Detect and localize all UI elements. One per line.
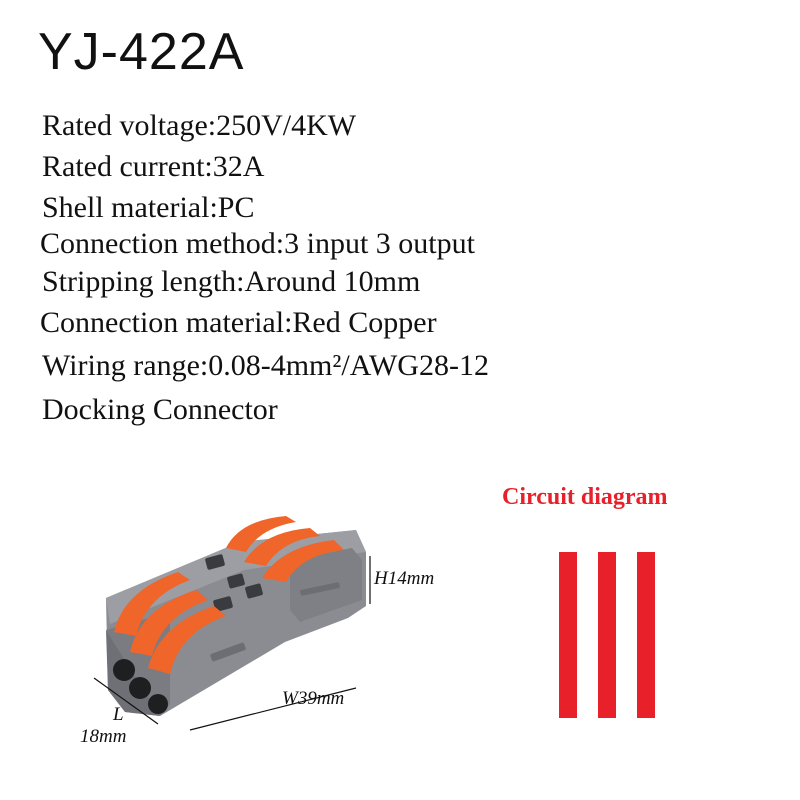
dimension-length-value: 18mm [80,726,127,747]
dimension-length-label: L [113,704,124,725]
circuit-diagram-title: Circuit diagram [502,484,668,510]
dimension-width: W39mm [282,688,345,709]
spec-connection-method: Connection method:3 input 3 output [40,227,475,260]
spec-rated-current: Rated current:32A [42,150,265,183]
spec-wiring-range: Wiring range:0.08-4mm²/AWG28-12 [42,349,489,382]
spec-rated-voltage: Rated voltage:250V/4KW [42,109,357,142]
circuit-line-1 [559,552,577,718]
circuit-line-2 [598,552,616,718]
spec-docking-connector: Docking Connector [42,393,278,426]
spec-shell-material: Shell material:PC [42,191,255,224]
spec-connection-material: Connection material:Red Copper [40,306,437,339]
product-title: YJ-422A [38,23,245,81]
circuit-line-3 [637,552,655,718]
dimension-height: H14mm [374,568,435,589]
spec-stripping-length: Stripping length:Around 10mm [42,265,421,298]
